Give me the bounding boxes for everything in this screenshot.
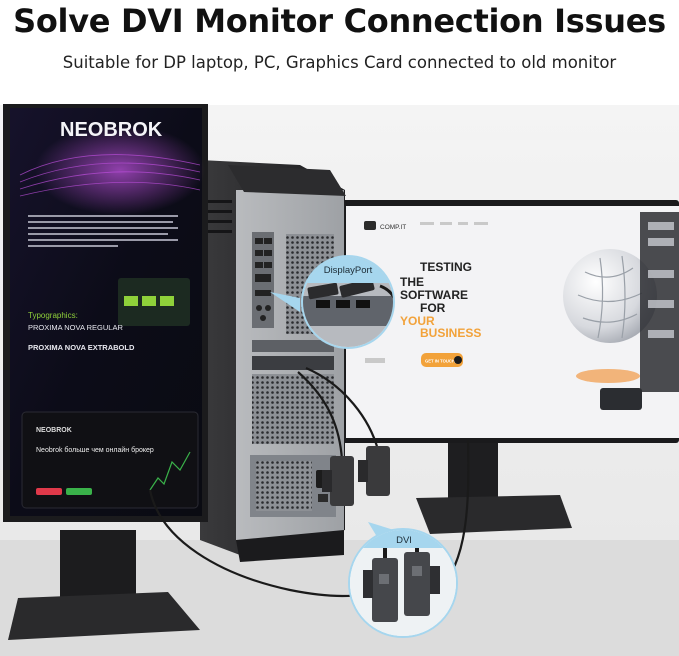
left-screen-content: NEOBROK Typographics: PROXIMA NOVA REGUL… — [19, 119, 205, 509]
pc-tower — [200, 160, 346, 562]
subheadline: Suitable for DP laptop, PC, Graphics Car… — [62, 53, 617, 72]
site-logo-icon — [364, 221, 376, 230]
tablet-brand: NEOBROK — [36, 427, 72, 434]
hero-line-2: THE — [400, 275, 424, 289]
font-regular: PROXIMA NOVA REGULAR — [28, 323, 123, 332]
dvi-callout: DVI — [348, 522, 458, 638]
hero-line-6: BUSINESS — [420, 326, 481, 340]
hero-line-4: FOR — [420, 301, 446, 315]
hero-line-5: YOUR — [400, 314, 435, 328]
font-bold: PROXIMA NOVA EXTRABOLD — [28, 343, 135, 352]
cta-button — [421, 353, 463, 367]
dvi-connectors — [322, 446, 390, 506]
pedestal — [576, 369, 640, 383]
headline: Solve DVI Monitor Connection Issues — [13, 2, 666, 40]
cta-label: GET IN TOUCH — [425, 359, 455, 364]
hero-line-1: TESTING — [420, 260, 472, 274]
typographics-label: Typographics: — [28, 311, 78, 320]
site-logo: COMP.IT — [380, 224, 406, 231]
dvi-label: DVI — [396, 535, 412, 546]
left-brand: NEOBROK — [60, 119, 163, 141]
hero-line-3: SOFTWARE — [400, 288, 468, 302]
right-screen-content: COMP.IT TESTING THE SOFTWARE FOR YOUR BU… — [364, 212, 679, 410]
tablet-headline: Neobrok больше чем онлайн брокер — [36, 446, 154, 454]
displayport-label: DisplayPort — [324, 265, 373, 276]
